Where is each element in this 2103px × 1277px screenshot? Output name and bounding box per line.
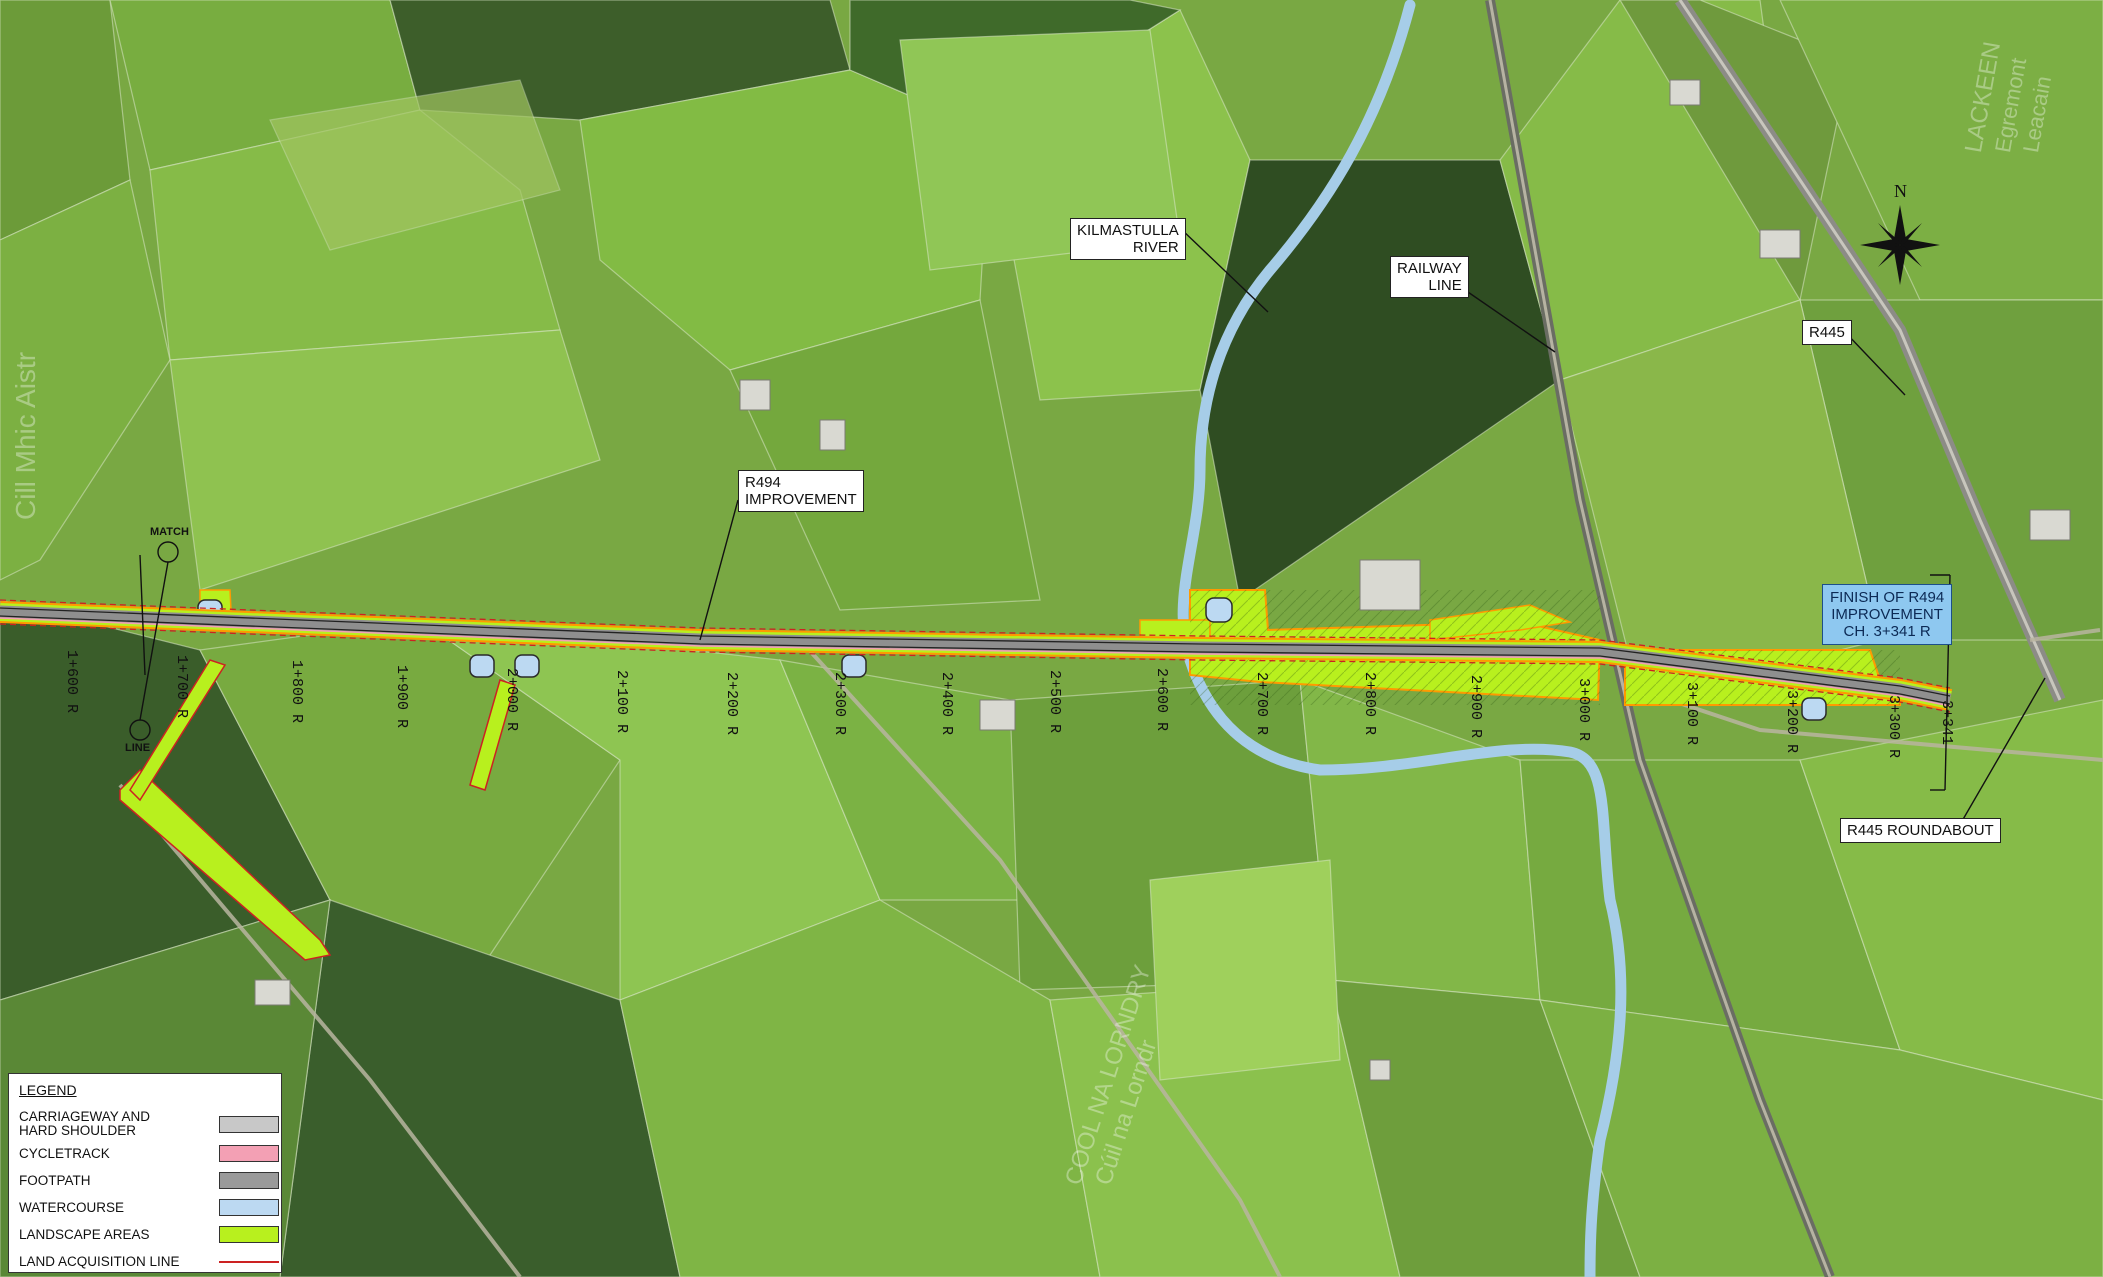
callout-r445-text: R445 xyxy=(1809,324,1845,341)
callout-railway-line1: RAILWAY xyxy=(1397,260,1462,277)
svg-text:N: N xyxy=(1894,181,1907,201)
kilmastulla-river xyxy=(1177,0,1627,1277)
chainage-label: 2+200 R xyxy=(723,672,740,736)
callout-r494-line1: R494 xyxy=(745,474,781,491)
legend-title: LEGEND xyxy=(19,1082,77,1098)
legend-label-line: CARRIAGEWAY AND xyxy=(19,1109,151,1124)
r445-road xyxy=(1675,0,2066,703)
callout-finish-line1: FINISH OF R494 xyxy=(1830,589,1945,606)
legend-label: LANDSCAPE AREAS xyxy=(19,1226,150,1242)
chainage-label: 3+341 xyxy=(1938,700,1955,746)
callout-r445: R445 xyxy=(1802,320,1852,345)
legend-row-land-acquisition: LAND ACQUISITION LINE xyxy=(19,1248,279,1275)
legend-swatch-carriageway xyxy=(219,1115,279,1133)
chainage-label: 2+100 R xyxy=(613,670,630,734)
legend-swatch-landscape xyxy=(219,1226,279,1243)
line-label: LINE xyxy=(125,742,151,754)
match-line xyxy=(139,561,169,721)
callout-roundabout-text: R445 ROUNDABOUT xyxy=(1847,822,1994,839)
legend-label: FOOTPATH xyxy=(19,1172,91,1188)
chainage-label: 2+600 R xyxy=(1153,668,1170,732)
map-legend: LEGEND CARRIAGEWAY AND HARD SHOULDER CYC… xyxy=(8,1073,282,1273)
legend-swatch-watercourse xyxy=(219,1199,279,1216)
callout-finish-line3: CH. 3+341 R xyxy=(1843,623,1931,640)
callout-kilmastulla-line2: RIVER xyxy=(1132,239,1179,256)
callout-finish-line2: IMPROVEMENT xyxy=(1831,606,1943,623)
legend-row-cycletrack: CYCLETRACK xyxy=(19,1140,279,1167)
chainage-label: 1+900 R xyxy=(393,665,410,729)
legend-label: LAND ACQUISITION LINE xyxy=(19,1253,180,1269)
callout-r445-roundabout: R445 ROUNDABOUT xyxy=(1840,818,2001,843)
callout-r494-line2: IMPROVEMENT xyxy=(745,491,857,508)
match-label: MATCH xyxy=(150,526,189,538)
chainage-label: 1+700 R xyxy=(173,655,190,719)
chainage-label: 2+700 R xyxy=(1253,672,1270,736)
legend-label: CYCLETRACK xyxy=(19,1145,110,1161)
callout-railway-line2: LINE xyxy=(1428,277,1462,294)
chainage-label: 2+300 R xyxy=(831,672,848,736)
chainage-label: 2+800 R xyxy=(1361,672,1378,736)
callout-kilmastulla-line1: KILMASTULLA xyxy=(1077,222,1179,239)
r494-carriageway xyxy=(0,599,1953,713)
legend-row-watercourse: WATERCOURSE xyxy=(19,1194,279,1221)
legend-row-carriageway: CARRIAGEWAY AND HARD SHOULDER xyxy=(19,1108,279,1140)
callout-kilmastulla-river: KILMASTULLA RIVER xyxy=(1070,218,1186,260)
legend-row-landscape: LANDSCAPE AREAS xyxy=(19,1221,279,1248)
chainage-label: 2+500 R xyxy=(1046,670,1063,734)
chainage-label: 2+400 R xyxy=(938,672,955,736)
legend-label-line: HARD SHOULDER xyxy=(19,1123,137,1138)
chainage-label: 3+300 R xyxy=(1885,695,1902,759)
north-arrow-icon: N xyxy=(1860,181,1940,285)
chainage-label: 2+900 R xyxy=(1467,675,1484,739)
callout-railway-line: RAILWAY LINE xyxy=(1390,256,1469,298)
legend-row-footpath: FOOTPATH xyxy=(19,1167,279,1194)
chainage-label: 1+600 R xyxy=(63,650,80,714)
legend-label: WATERCOURSE xyxy=(19,1199,125,1215)
chainage-label: 1+800 R xyxy=(288,660,305,724)
chainage-label: 3+100 R xyxy=(1683,682,1700,746)
faint-label-left: Cill Mhic Aistr xyxy=(10,351,41,520)
chainage-label: 2+000 R xyxy=(503,668,520,732)
legend-swatch-cycletrack xyxy=(219,1145,279,1162)
leader-lines xyxy=(139,227,2046,829)
callout-r494-improvement: R494 IMPROVEMENT xyxy=(738,470,864,512)
chainage-label: 3+200 R xyxy=(1783,690,1800,754)
buildings xyxy=(254,79,2071,1081)
callout-finish-of-r494: FINISH OF R494 IMPROVEMENT CH. 3+341 R xyxy=(1822,584,1953,645)
railway-line xyxy=(1485,0,1835,1277)
legend-swatch-land-acquisition xyxy=(219,1261,279,1263)
legend-label: CARRIAGEWAY AND HARD SHOULDER xyxy=(19,1110,199,1138)
legend-swatch-footpath xyxy=(219,1172,279,1189)
chainage-label: 3+000 R xyxy=(1575,678,1592,742)
